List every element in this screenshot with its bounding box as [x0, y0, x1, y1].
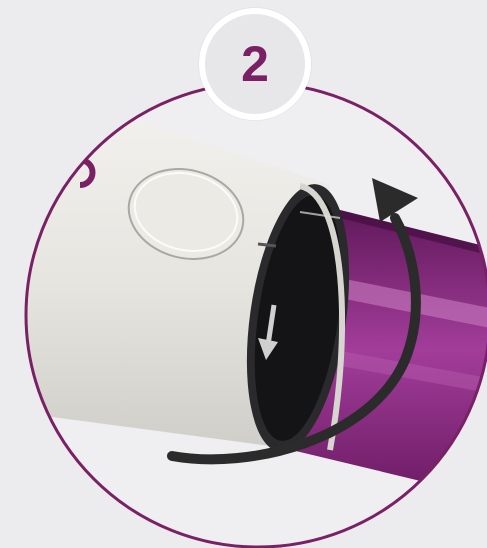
step-badge: 2	[199, 8, 311, 120]
alignment-mark	[258, 244, 276, 246]
step-number: 2	[241, 39, 269, 89]
